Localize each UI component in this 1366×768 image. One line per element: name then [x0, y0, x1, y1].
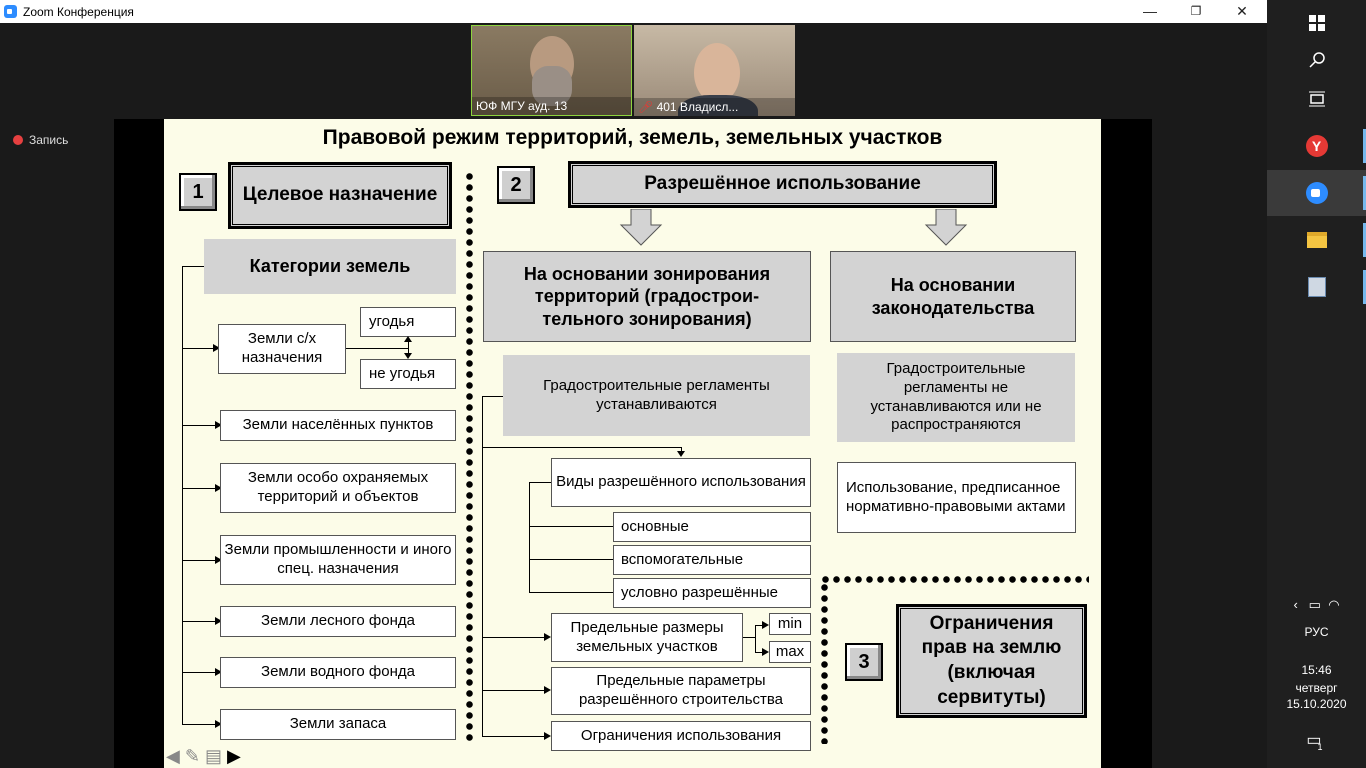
slide: Правовой режим территорий, земель, земел… [164, 119, 1101, 768]
app-icon[interactable] [1267, 264, 1366, 310]
section-number-1: 1 [179, 173, 217, 211]
land-item-water: Земли водного фонда [220, 657, 456, 688]
use-conditional-box: условно разрешённые [613, 578, 811, 608]
pen-icon[interactable]: ✎ [184, 746, 200, 766]
regulations-set-box: Градостроительные регламенты устанавлива… [503, 355, 810, 436]
tray-icons[interactable]: ‹ ▭ ◠ [1267, 597, 1366, 613]
construction-params-box: Предельные параметры разрешённого строит… [551, 667, 811, 715]
recording-label: Запись [29, 133, 69, 147]
task-view-icon[interactable] [1267, 76, 1366, 122]
down-arrow-icon [924, 209, 968, 246]
ugodya-box: угодья [360, 307, 456, 337]
land-item-protected: Земли особо охраняемых территорий и объе… [220, 463, 456, 513]
clock-date[interactable]: 15.10.2020 [1286, 697, 1347, 711]
restore-button[interactable]: ❐ [1190, 4, 1202, 18]
land-item-industrial: Земли промышленности и иного спец. назна… [220, 535, 456, 585]
regulations-not-set-box: Градостроительные регламенты не устанавл… [837, 353, 1075, 442]
yandex-browser-icon[interactable]: Y [1267, 123, 1366, 169]
dotted-divider-2 [821, 582, 828, 744]
muted-mic-icon: 🎤︎ [638, 100, 657, 114]
plot-size-limits-box: Предельные размеры земельных участков [551, 613, 743, 662]
notification-count: 1 [1317, 742, 1323, 752]
back-arrow-icon[interactable]: ◀ [166, 746, 180, 766]
search-icon[interactable] [1267, 37, 1366, 83]
clock-day[interactable]: четверг [1295, 681, 1338, 695]
window-title: Zoom Конференция [23, 5, 134, 19]
header-permitted-use: Разрешённое использование [568, 161, 997, 208]
minimize-button[interactable]: — [1143, 3, 1157, 19]
windows-taskbar: Y ‹ ▭ ◠ РУС 15:46 четверг 15.10.2020 ▭1 [1267, 0, 1366, 768]
header-land-rights-restrictions: Ограничения прав на землю (включая серви… [896, 604, 1087, 718]
min-box: min [769, 613, 811, 635]
use-auxiliary-box: вспомогательные [613, 545, 811, 575]
zoning-line-1: На основании зонирования [523, 263, 771, 284]
use-restrictions-box: Ограничения использования [551, 721, 811, 751]
recording-indicator[interactable]: Запись [13, 133, 68, 147]
zoning-line-3: тельного зонирования) [542, 308, 752, 329]
land-categories-box: Категории земель [204, 239, 456, 294]
chevron-left-icon[interactable]: ‹ [1293, 597, 1298, 612]
participant-name-text: 401 Владисл... [656, 100, 739, 114]
dotted-divider-1 [466, 171, 473, 744]
max-box: max [769, 641, 811, 663]
header-target-purpose: Целевое назначение [228, 162, 452, 229]
slide-toolbar: ◀ ✎ ▤ ▶ [166, 746, 241, 767]
windows-start-icon[interactable] [1267, 0, 1366, 46]
down-arrow-icon [619, 209, 663, 246]
land-item-reserve: Земли запаса [220, 709, 456, 740]
slide-title: Правовой режим территорий, земель, земел… [322, 126, 943, 149]
zoom-taskbar-icon[interactable] [1267, 170, 1366, 216]
close-button[interactable]: ✕ [1236, 3, 1248, 19]
clock-time[interactable]: 15:46 [1301, 663, 1332, 677]
participant-name-2: 🎤︎ 401 Владисл... [634, 98, 795, 116]
participant-name-1: ЮФ МГУ ауд. 13 [472, 97, 631, 115]
zoning-basis-box: На основании зонирования территорий (гра… [483, 251, 811, 342]
zoom-app-icon [4, 5, 17, 18]
zoning-line-2: территорий (градострои- [534, 286, 760, 307]
legislation-basis-box: На основании законодательства [830, 251, 1076, 342]
ne-ugodya-box: не угодья [360, 359, 456, 389]
forward-arrow-icon[interactable]: ▶ [227, 746, 241, 766]
notifications-icon[interactable]: ▭1 [1306, 732, 1323, 752]
language-indicator[interactable]: РУС [1304, 625, 1329, 639]
participant-video-2[interactable]: 🎤︎ 401 Владисл... [634, 25, 795, 116]
use-basic-box: основные [613, 512, 811, 542]
record-icon [13, 135, 23, 145]
menu-icon[interactable]: ▤ [204, 746, 222, 766]
section-number-2: 2 [497, 166, 535, 204]
land-item-settlements: Земли населённых пунктов [220, 410, 456, 441]
dotted-divider-h [820, 576, 1089, 583]
prescribed-use-box: Использование, предписанное нормативно-п… [837, 462, 1076, 533]
file-explorer-icon[interactable] [1267, 217, 1366, 263]
participant-video-1[interactable]: ЮФ МГУ ауд. 13 [471, 25, 632, 116]
title-bar: Zoom Конференция — ❐ ✕ [0, 0, 1267, 23]
land-item-agricultural: Земли с/х назначения [218, 324, 346, 374]
battery-icon[interactable]: ▭ [1308, 597, 1321, 612]
section-number-3: 3 [845, 643, 883, 681]
permitted-use-types-box: Виды разрешённого использования [551, 458, 811, 507]
land-item-forest: Земли лесного фонда [220, 606, 456, 637]
wifi-icon[interactable]: ◠ [1328, 597, 1340, 612]
